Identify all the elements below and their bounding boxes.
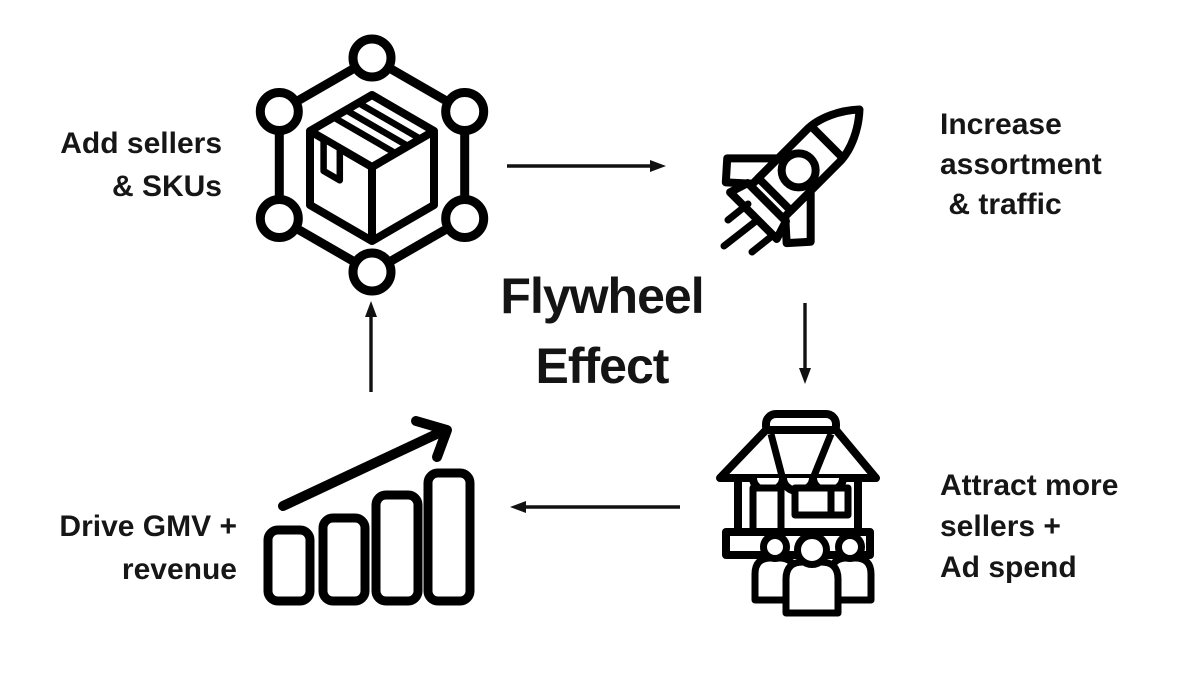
storefront-customers-icon — [716, 410, 880, 617]
diagram-title: Flywheel Effect — [402, 261, 802, 401]
label-line: & traffic — [940, 188, 1062, 221]
arrow-left-icon — [510, 501, 680, 513]
growth-bar-chart-icon — [263, 416, 475, 606]
label-line: Attract more — [940, 469, 1119, 502]
label-line: Ad spend — [940, 551, 1077, 584]
title-line: Flywheel — [500, 268, 704, 324]
label-line: Add sellers — [60, 127, 222, 160]
label-line: Drive GMV + — [59, 510, 237, 543]
package-network-icon — [255, 34, 489, 296]
arrow-up-icon — [365, 301, 377, 392]
label-line: & SKUs — [111, 170, 222, 203]
label-add-sellers: Add sellers & SKUs — [60, 122, 222, 208]
label-line: Increase — [940, 108, 1062, 141]
label-line: assortment — [940, 148, 1102, 181]
label-drive-gmv: Drive GMV + revenue — [59, 505, 237, 591]
rocket-icon — [720, 105, 864, 256]
label-increase-assortment: Increase assortment & traffic — [940, 105, 1102, 225]
label-line: revenue — [121, 553, 237, 586]
label-line: sellers + — [940, 510, 1061, 543]
title-line: Effect — [535, 338, 670, 394]
arrow-right-icon — [507, 160, 666, 172]
label-attract-sellers: Attract more sellers + Ad spend — [940, 465, 1118, 588]
arrow-down-icon — [799, 303, 811, 384]
